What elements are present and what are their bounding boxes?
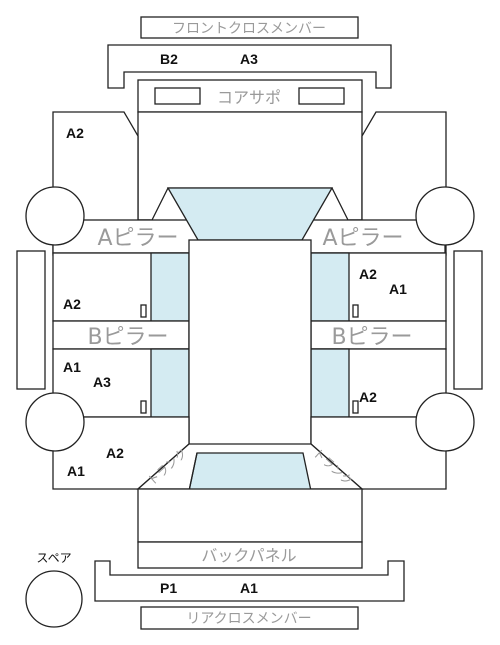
rear-body-panel (137, 488, 363, 543)
back-panel-label: バックパネル (201, 546, 296, 565)
spare-label: スペア (36, 551, 71, 565)
rear-cross-member-label: リアクロスメンバー (186, 611, 311, 627)
back-panel-box (137, 541, 363, 569)
core-support-slot-left (154, 87, 201, 105)
right-rear-window (310, 348, 350, 418)
grade-front-member-2: A3 (240, 51, 258, 67)
spare-tire (25, 570, 83, 628)
core-support-slot-right (298, 87, 345, 105)
grade-front-member-1: B2 (160, 51, 178, 67)
rear-cross-member-box (140, 606, 359, 630)
a-pillar-left-label: Aピラー (97, 226, 178, 251)
wheel-front-right (415, 186, 475, 246)
right-side-skirt (453, 250, 483, 390)
right-front-window (310, 252, 350, 322)
grade-left-rear-door-2: A3 (93, 374, 111, 390)
wheel-rear-right (415, 392, 475, 452)
left-rear-window (150, 348, 190, 418)
grade-rear-left-1: A2 (106, 445, 124, 461)
grade-left-front-door: A2 (63, 296, 81, 312)
roof-panel (188, 239, 312, 454)
left-front-handle (140, 304, 147, 318)
left-b-pillar (52, 320, 190, 350)
grade-right-front-door-1: A2 (359, 266, 377, 282)
grade-right-front-door-2: A1 (389, 281, 407, 297)
core-support-label: コアサポ (217, 88, 281, 107)
rear-member-panel (94, 560, 405, 602)
wheel-front-left (25, 186, 85, 246)
grade-rear-left-2: A1 (67, 463, 85, 479)
right-front-handle (352, 304, 359, 318)
grade-front-left-fender: A2 (66, 125, 84, 141)
left-front-window (150, 252, 190, 322)
grade-left-rear-door-1: A1 (63, 359, 81, 375)
left-rear-handle (140, 400, 147, 414)
rear-window (188, 452, 312, 492)
a-pillar-right-label: Aピラー (322, 226, 403, 251)
b-pillar-left-label: Bピラー (87, 325, 168, 350)
right-rear-handle (352, 400, 359, 414)
b-pillar-right-label: Bピラー (331, 325, 412, 350)
front-cross-member-label: フロントクロスメンバー (172, 21, 326, 37)
trunk-left-divider (188, 452, 198, 492)
grade-rear-member-2: A1 (240, 580, 258, 596)
front-member-panel (107, 44, 392, 89)
grade-right-rear-door: A2 (359, 389, 377, 405)
front-cross-member-box (140, 16, 359, 39)
wheel-rear-left (25, 392, 85, 452)
grade-rear-member-1: P1 (160, 580, 177, 596)
left-side-skirt (16, 250, 46, 390)
